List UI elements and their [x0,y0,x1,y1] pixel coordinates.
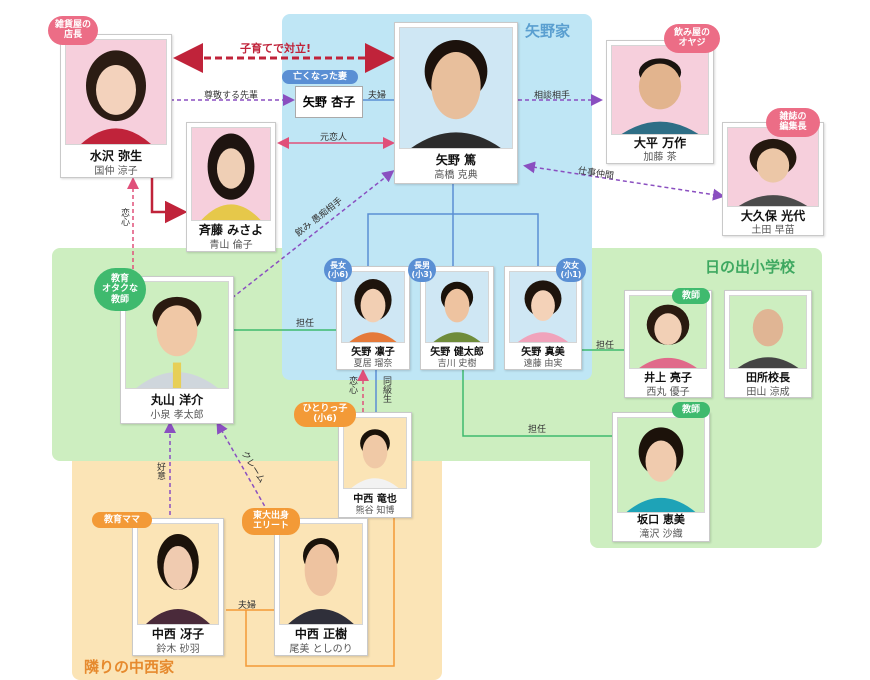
card-sakaguchi[interactable]: 坂口 恵美 滝沢 沙織 [612,412,710,542]
person-actor: 高橋 克典 [434,170,478,181]
card-tadokoro[interactable]: 田所校長 田山 涼成 [724,290,812,398]
portrait-photo [617,417,705,513]
card-kyoko[interactable]: 矢野 杏子 [295,86,363,118]
person-name: 矢野 篤 [435,153,477,167]
person-actor: 吉川 史樹 [437,359,477,369]
card-mami[interactable]: 矢野 真美 遠藤 由実 [504,266,582,370]
region-title-nakanishi: 隣りの中西家 [84,658,175,676]
card-okubo[interactable]: 大久保 光代 土田 早苗 [722,122,824,236]
person-name: 大久保 光代 [740,209,806,223]
line-nakanishi-family [245,516,395,667]
card-ohira[interactable]: 大平 万作 加藤 茶 [606,40,714,164]
card-saeko[interactable]: 中西 冴子 鈴木 砂羽 [132,518,224,656]
label-favor: 好意 [155,462,165,480]
label-spouse-nakanishi: 夫婦 [238,601,257,611]
line-mizusawa-saito [150,178,188,224]
tag-okubo: 雑誌の 編集長 [766,108,820,137]
tag-tatsuya: ひとりっ子 (小6) [294,402,356,427]
card-masaki[interactable]: 中西 正樹 尾美 としのり [274,518,368,656]
label-homeroom-inoue: 担任 [596,341,615,351]
card-rinko[interactable]: 矢野 凛子 夏居 瑠奈 [336,266,410,370]
portrait-photo [343,417,407,489]
person-name: 丸山 洋介 [150,393,204,407]
tag-rinko: 長女 (小6) [324,258,352,283]
card-saito[interactable]: 斉藤 みさよ 青山 倫子 [186,122,276,252]
label-respect: 尊敬する先輩 [204,91,259,101]
portrait-photo [425,271,489,343]
person-name: 矢野 杏子 [302,95,356,109]
label-consult: 相談相手 [534,91,571,101]
portrait-photo [611,45,709,135]
portrait-photo [279,523,363,625]
person-actor: 青山 倫子 [209,240,253,251]
person-actor: 国仲 涼子 [94,166,138,177]
tag-kyoko: 亡くなった妻 [282,70,358,85]
person-actor: 夏居 瑠奈 [353,359,393,369]
person-actor: 土田 早苗 [751,225,795,236]
person-actor: 加藤 茶 [643,152,677,163]
card-tatsuya[interactable]: 中西 竜也 熊谷 知博 [338,412,412,518]
portrait-photo [65,39,167,145]
tag-kentaro: 長男 (小3) [408,258,436,283]
line-drinking [231,170,395,299]
person-actor: 西丸 優子 [646,387,690,398]
portrait-photo [399,27,513,149]
label-homeroom-maruyama: 担任 [296,319,315,329]
person-name: 中西 正樹 [294,627,348,641]
person-actor: 尾美 としのり [289,644,353,655]
label-classmate: 同級生 [381,376,391,403]
region-title-school: 日の出小学校 [705,258,796,276]
person-actor: 滝沢 沙織 [639,529,683,540]
portrait-photo [509,271,577,343]
person-actor: 熊谷 知博 [355,506,395,516]
tag-masaki: 東大出身 エリート [242,508,300,535]
portrait-photo [729,295,807,369]
label-love-tatsuya: 恋心 [347,376,357,394]
person-name: 斉藤 みさよ [198,223,264,237]
person-name: 坂口 恵美 [637,513,685,526]
person-name: 中西 竜也 [353,494,397,505]
label-homeroom-sakaguchi: 担任 [528,425,547,435]
portrait-photo [629,295,707,369]
region-title-yano: 矢野家 [525,22,571,40]
label-conflict: 子育てで対立! [240,42,312,55]
card-mizusawa[interactable]: 水沢 弥生 国仲 涼子 [60,34,172,178]
card-atsushi[interactable]: 矢野 篤 高橋 克典 [394,22,518,184]
tag-sakaguchi: 教師 [672,402,710,419]
label-ex-lover: 元恋人 [320,133,348,143]
tag-inoue: 教師 [672,288,710,305]
tag-mizusawa: 雑貨屋の 店長 [48,16,98,45]
person-name: 中西 冴子 [151,627,205,641]
portrait-photo [137,523,219,625]
person-name: 矢野 健太郎 [430,347,484,358]
label-love-mizusawa: 恋心 [119,208,129,226]
person-name: 田所校長 [746,371,790,384]
tag-saeko: 教育ママ [92,512,152,529]
person-name: 矢野 真美 [521,347,565,358]
portrait-photo [191,127,271,221]
line-colleague [523,161,725,201]
card-kentaro[interactable]: 矢野 健太郎 吉川 史樹 [420,266,494,370]
label-spouse-yano: 夫婦 [368,91,387,101]
person-actor: 遠藤 由実 [523,359,563,369]
person-name: 矢野 凛子 [351,347,395,358]
person-actor: 小泉 孝太郎 [150,410,204,421]
card-inoue[interactable]: 井上 亮子 西丸 優子 [624,290,712,398]
person-name: 井上 亮子 [644,371,692,384]
tag-ohira: 飲み屋の オヤジ [664,24,720,53]
person-name: 水沢 弥生 [89,149,143,163]
line-children-bracket [367,213,539,266]
tag-mami: 次女 (小1) [556,258,586,283]
tag-maruyama: 教育 オタクな 教師 [94,268,146,312]
person-name: 大平 万作 [633,136,687,150]
line-homeroom-sakaguchi [462,368,612,437]
person-actor: 鈴木 砂羽 [156,644,200,655]
line-complaint [216,421,269,513]
portrait-photo [341,271,405,343]
person-actor: 田山 涼成 [746,387,790,398]
portrait-photo [727,127,819,207]
